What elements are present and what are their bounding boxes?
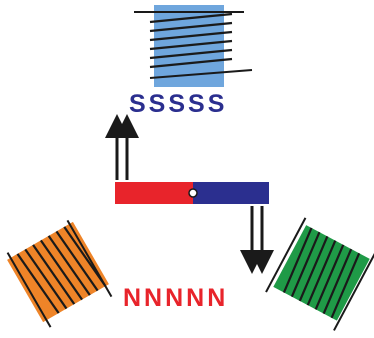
right-coil-windings xyxy=(282,227,361,319)
top-coil-windings xyxy=(149,12,233,69)
double-down-arrow-icon xyxy=(240,206,274,274)
left-coil-wire-lead xyxy=(6,252,52,328)
top-coil xyxy=(134,5,253,87)
magnet-red-half xyxy=(115,182,193,204)
right-coil-wire-tail xyxy=(333,248,374,331)
double-up-arrow-icon xyxy=(105,114,139,180)
right-coil xyxy=(265,217,374,331)
south-pole-label: SSSSS xyxy=(129,90,228,118)
left-coil-windings xyxy=(16,226,107,314)
right-coil-wire-lead xyxy=(265,217,307,293)
magnet-blue-half xyxy=(193,182,269,204)
left-coil xyxy=(6,219,113,328)
top-coil-wire-tail xyxy=(149,69,253,79)
left-coil-core xyxy=(7,221,109,323)
magnet-pivot xyxy=(188,188,198,198)
north-pole-label: NNNNN xyxy=(123,284,229,312)
bar-magnet xyxy=(115,182,269,204)
